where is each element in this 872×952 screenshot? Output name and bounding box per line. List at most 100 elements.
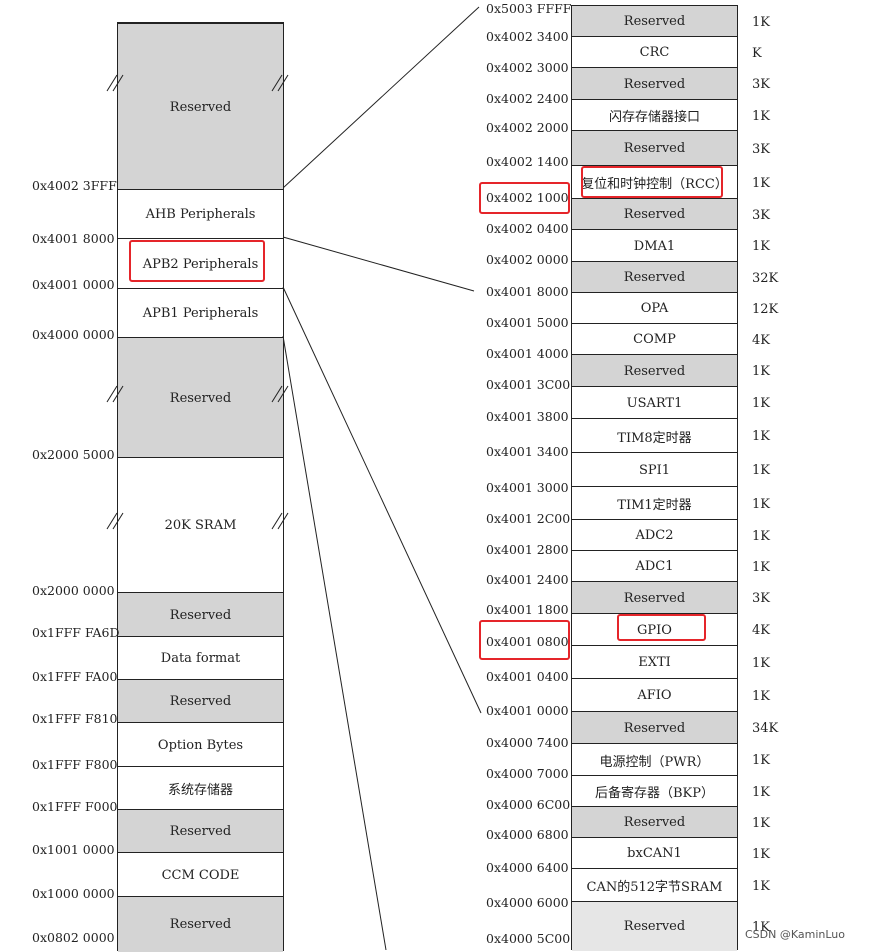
address-label: 0x4000 0000: [32, 327, 115, 342]
highlight-apb2-peripherals: [129, 240, 265, 282]
left-memory-block: APB1 Peripherals: [118, 288, 283, 338]
address-label: 0x1FFF F810: [32, 711, 118, 726]
address-label: 0x4001 0000: [486, 703, 569, 718]
address-label: 0x4001 0000: [32, 277, 115, 292]
address-label: 0x4002 1400: [486, 154, 569, 169]
break-mark: [106, 74, 124, 92]
left-memory-block: Reserved: [118, 592, 283, 637]
address-label: 0x4002 3400: [486, 29, 569, 44]
address-label: 0x4000 6C00: [486, 797, 571, 812]
size-label: 1K: [752, 559, 770, 575]
size-label: 1K: [752, 14, 770, 30]
left-memory-block: Reserved: [118, 896, 283, 952]
size-label: 1K: [752, 239, 770, 254]
address-label: 0x1000 0000: [32, 886, 115, 901]
left-memory-block: 系统存储器: [118, 766, 283, 810]
peripheral-block: CAN的512字节SRAM: [572, 868, 737, 902]
address-label: 0x4001 4000: [486, 346, 569, 361]
peripheral-block: Reserved: [572, 354, 737, 387]
peripheral-block: OPA: [572, 292, 737, 324]
size-label: 3K: [752, 77, 770, 92]
break-mark: [106, 385, 124, 403]
break-mark: [271, 512, 289, 530]
address-label: 0x4000 7400: [486, 735, 569, 750]
peripheral-block: COMP: [572, 323, 737, 355]
highlight-address-4001-0800: [479, 620, 570, 660]
peripheral-block: SPI1: [572, 452, 737, 487]
size-label: 1K: [752, 463, 770, 478]
address-label: 0x4001 0400: [486, 669, 569, 684]
size-label: 1K: [752, 496, 770, 512]
address-label: 0x4000 5C00: [486, 931, 571, 946]
peripheral-block: USART1: [572, 386, 737, 419]
connector-ahb-top: [282, 6, 480, 189]
peripheral-block: DMA1: [572, 229, 737, 262]
size-label: 1K: [752, 396, 770, 411]
address-label: 0x2000 5000: [32, 447, 115, 462]
address-label: 0x4000 6800: [486, 827, 569, 842]
address-label: 0x4002 3FFF: [32, 178, 117, 193]
size-label: 1K: [752, 784, 770, 800]
address-label: 0x4002 2400: [486, 91, 569, 106]
peripheral-block: 闪存存储器接口: [572, 99, 737, 131]
address-label: 0x4000 6000: [486, 895, 569, 910]
connector-apb1-bottom: [282, 335, 387, 950]
address-label: 0x4001 1800: [486, 602, 569, 617]
left-memory-block: Reserved: [118, 679, 283, 723]
address-label: 0x4001 0800: [486, 634, 569, 649]
peripheral-block: Reserved: [572, 5, 737, 37]
peripheral-block: CRC: [572, 36, 737, 68]
address-label: 0x4002 0400: [486, 221, 569, 236]
peripheral-block: ADC2: [572, 519, 737, 551]
size-label: 4K: [752, 332, 770, 348]
size-label: 1K: [752, 364, 770, 379]
address-label: 0x4001 3000: [486, 480, 569, 495]
address-label: 0x1FFF F800: [32, 757, 118, 772]
left-memory-block: Reserved: [118, 337, 283, 458]
address-label: 0x4001 3C00: [486, 377, 571, 392]
left-memory-block: Reserved: [118, 809, 283, 853]
size-label: 1K: [752, 815, 770, 831]
address-label: 0x4002 0000: [486, 252, 569, 267]
size-label: 1K: [752, 846, 770, 862]
peripheral-block: 后备寄存器（BKP）: [572, 775, 737, 807]
left-memory-block: Option Bytes: [118, 722, 283, 767]
size-label: 3K: [752, 141, 770, 157]
connector-apb2-bottom: [282, 286, 482, 714]
address-label: 0x4000 7000: [486, 766, 569, 781]
peripheral-block: Reserved: [572, 198, 737, 230]
size-label: 32K: [752, 270, 779, 286]
highlight-address-4002-1000: [479, 182, 570, 214]
address-label: 0x4001 2C00: [486, 511, 571, 526]
peripheral-block: ADC1: [572, 550, 737, 582]
peripheral-block: TIM8定时器: [572, 418, 737, 453]
peripheral-block: TIM1定时器: [572, 486, 737, 520]
address-label: 0x4000 6400: [486, 860, 569, 875]
left-memory-block: 20K SRAM: [118, 457, 283, 593]
address-label: 0x4002 1000: [486, 190, 569, 205]
address-label: 0x5003 FFFF: [486, 1, 572, 16]
peripheral-block: 复位和时钟控制（RCC）: [572, 165, 737, 199]
size-label: 3K: [752, 591, 770, 606]
address-label: 0x1FFF FA00: [32, 669, 118, 684]
size-label: 1K: [752, 919, 770, 935]
peripheral-block: AFIO: [572, 678, 737, 712]
peripheral-block: Reserved: [572, 581, 737, 614]
address-label: 0x4002 3000: [486, 60, 569, 75]
peripheral-block: Reserved: [572, 901, 737, 951]
size-label: 1K: [752, 655, 770, 671]
size-label: 1K: [752, 688, 770, 704]
size-label: 1K: [752, 528, 770, 544]
address-label: 0x4001 2400: [486, 572, 569, 587]
peripheral-block: EXTI: [572, 645, 737, 679]
left-memory-block: AHB Peripherals: [118, 189, 283, 239]
highlight-gpio: [617, 614, 706, 641]
address-label: 0x0802 0000: [32, 930, 115, 945]
address-label: 0x2000 0000: [32, 583, 115, 598]
peripheral-block: Reserved: [572, 261, 737, 293]
